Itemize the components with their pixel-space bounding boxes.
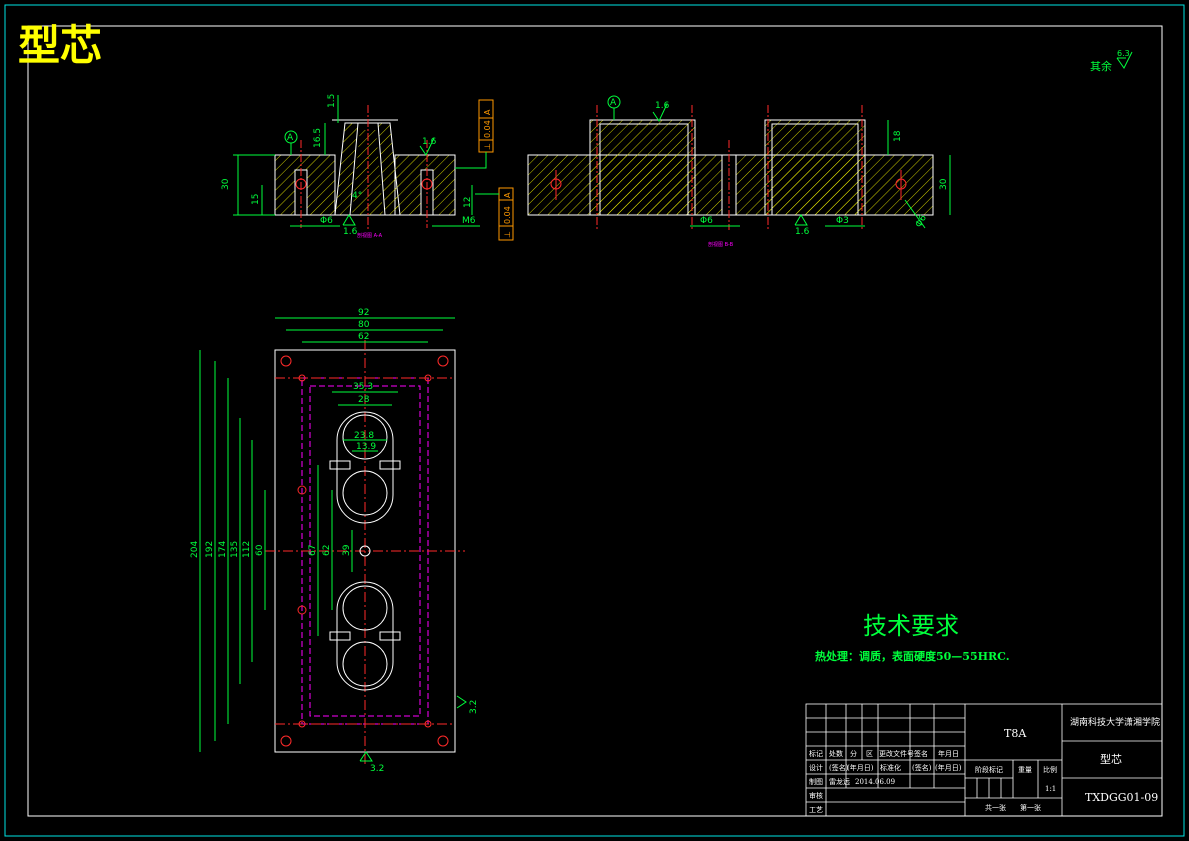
svg-text:⊥: ⊥	[483, 143, 492, 150]
tb-header-6: 年月日	[938, 749, 959, 758]
section-view-left: 30 15 16.5 1.5 Φ6 4° 12 M6 A 1.6 1.6 剖视图…	[221, 94, 514, 241]
tb-header-4: 更改文件号	[879, 749, 914, 758]
dim-right-hole-dia-right: Φ3	[836, 216, 849, 226]
dim-left-thread-depth: 12	[463, 197, 473, 208]
dim-left-thread: M6	[462, 216, 476, 226]
svg-text:⊥: ⊥	[503, 231, 512, 238]
tb-header-1: 处数	[829, 749, 843, 758]
tb-draft-2: 2014.06.09	[855, 778, 895, 786]
roughness-plan-bottom: 3.2	[370, 764, 384, 774]
dim-left-hole-dia: Φ6	[320, 216, 333, 226]
section-view-right: A 1.6 18 30 Φ6 Φ3 1.6 Φ6 剖视图 B-B	[527, 95, 951, 248]
svg-text:A: A	[503, 192, 512, 198]
tb-school: 湖南科技大学潇湘学院	[1070, 716, 1160, 728]
dim-plan-v-2: 174	[218, 541, 228, 558]
tech-req-heading: 技术要求	[863, 612, 959, 640]
dim-plan-v-1: 192	[205, 541, 215, 558]
dim-plan-h-0: 92	[358, 308, 369, 318]
tb-header-2: 分	[850, 749, 857, 758]
dim-plan-v-7: 62	[322, 545, 332, 556]
tb-header-5: 签名	[914, 749, 928, 758]
roughness-left-bottom: 1.6	[343, 227, 358, 237]
tb-sheet-total: 共一张	[985, 803, 1006, 812]
title-block	[805, 703, 1163, 817]
tolerance-frame-bottom: ⊥ 0.04 A	[475, 187, 514, 241]
datum-label-right: A	[610, 98, 617, 108]
dim-plan-v-3: 135	[230, 541, 240, 558]
svg-text:0.04: 0.04	[503, 206, 512, 224]
dim-plan-v-4: 112	[242, 541, 252, 558]
plan-view: 92 80 62 35.3 28 23.8 13.9 204 192 174 1…	[190, 308, 479, 774]
tb-design-0: 设计	[809, 763, 823, 772]
inner-frame	[27, 25, 1163, 817]
tb-part-name: 型芯	[1100, 752, 1122, 766]
roughness-left-top: 1.6	[422, 137, 437, 147]
tb-weight-label: 重量	[1018, 766, 1032, 774]
tech-req-line1: 热处理：调质，表面硬度50—55HRC.	[815, 649, 1010, 663]
tb-scale-value: 1:1	[1045, 785, 1056, 793]
dim-right-hole-dia-left: Φ6	[700, 216, 713, 226]
dim-plan-h-6: 13.9	[356, 442, 376, 452]
dim-left-boss-height: 16.5	[313, 128, 323, 148]
tb-process: 工艺	[809, 806, 823, 814]
dim-plan-h-2: 62	[358, 332, 369, 342]
dim-plan-h-5: 23.8	[354, 431, 374, 441]
tb-draft-1: 雷龙远	[829, 777, 850, 786]
tb-design-2: (年月日)	[847, 763, 874, 772]
dim-plan-h-3: 35.3	[353, 382, 373, 392]
svg-text:0.04: 0.04	[483, 120, 492, 138]
roughness-right-bottom: 1.6	[795, 227, 810, 237]
dim-plan-v-0: 204	[190, 541, 200, 558]
roughness-plan-side: 3.2	[469, 700, 479, 714]
tb-design-3: 标准化	[880, 763, 901, 772]
tb-header-3: 区	[866, 750, 873, 758]
dim-plan-v-5: 60	[255, 544, 265, 556]
tb-design-1: (签名)	[829, 763, 849, 772]
dim-right-height: 30	[939, 178, 949, 190]
tb-drawing-no: TXDGG01-09	[1085, 791, 1158, 804]
tb-header-0: 标记	[809, 749, 823, 758]
roughness-other-symbol: 6.3	[1116, 49, 1133, 69]
outer-frame	[4, 4, 1185, 837]
dim-left-angle: 4°	[352, 191, 362, 201]
svg-text:A: A	[483, 109, 492, 115]
dim-right-boss-height: 18	[893, 130, 903, 142]
datum-label-left: A	[287, 133, 294, 143]
dim-plan-v-6: 67	[308, 545, 318, 556]
tb-stage-label: 阶段标记	[975, 765, 1003, 774]
tb-design-5: (年月日)	[935, 763, 962, 772]
tb-material: T8A	[1004, 727, 1027, 740]
dim-left-height: 30	[221, 178, 231, 190]
tb-sheet-no: 第一张	[1020, 803, 1041, 812]
section-label-right: 剖视图 B-B	[708, 241, 734, 248]
tb-scale-label: 比例	[1043, 765, 1057, 774]
title-block-text: 标记 处数 分 区 更改文件号 签名 年月日 设计 (签名) (年月日) 标准化…	[809, 716, 1160, 814]
roughness-other-label: 其余	[1090, 59, 1112, 73]
drawing-title: 型芯	[18, 21, 102, 70]
section-label-left: 剖视图 A-A	[357, 232, 383, 239]
dim-plan-h-4: 28	[358, 395, 370, 405]
tb-review: 审核	[809, 791, 823, 800]
dim-plan-h-1: 80	[358, 320, 370, 330]
dim-plan-v-8: 39	[342, 544, 352, 556]
tb-draft-0: 制图	[809, 777, 823, 786]
dim-left-hole-depth: 15	[251, 194, 261, 205]
tb-design-4: (签名)	[912, 763, 932, 772]
dim-left-top-gap: 1.5	[327, 94, 337, 108]
roughness-other-value: 6.3	[1117, 49, 1130, 58]
tolerance-frame-top: ⊥ 0.04 A	[455, 99, 494, 169]
roughness-right-top: 1.6	[655, 101, 670, 111]
